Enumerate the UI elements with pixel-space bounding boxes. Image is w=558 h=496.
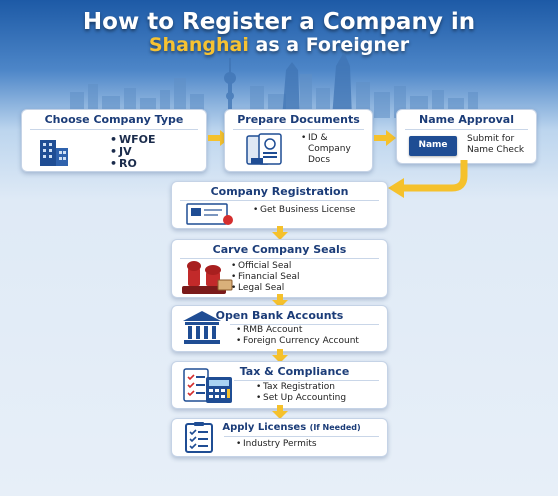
registration-list: Get Business License bbox=[253, 205, 355, 216]
divider bbox=[180, 258, 379, 259]
step-company-registration: Company Registration Get Business Licens… bbox=[171, 181, 388, 229]
list-item: Set Up Accounting bbox=[256, 393, 346, 404]
tax-list: Tax Registration Set Up Accounting bbox=[256, 382, 346, 404]
divider bbox=[224, 436, 379, 437]
city-highlight: Shanghai bbox=[148, 34, 249, 56]
step-title: Open Bank Accounts bbox=[215, 309, 344, 322]
arrow-down-icon bbox=[272, 294, 288, 308]
step-tax-compliance: Tax & Compliance Tax Registration Set Up… bbox=[171, 361, 388, 409]
divider bbox=[30, 129, 198, 130]
name-badge-text: Name bbox=[418, 140, 448, 150]
arrow-right-icon bbox=[374, 130, 396, 146]
seal-stamp-icon bbox=[182, 261, 233, 294]
step-title-note: (If Needed) bbox=[309, 423, 361, 432]
step-title: Apply Licenses (If Needed) bbox=[196, 422, 387, 433]
curved-arrow-icon bbox=[388, 160, 468, 198]
step-title: Tax & Compliance bbox=[239, 365, 350, 378]
list-item: RMB Account bbox=[236, 325, 359, 336]
licenses-list: Industry Permits bbox=[236, 439, 317, 450]
step-title: Carve Company Seals bbox=[212, 243, 347, 256]
checklist-icon bbox=[185, 422, 213, 453]
list-item: Foreign Currency Account bbox=[236, 336, 359, 347]
step-apply-licenses: Apply Licenses (If Needed) Industry Perm… bbox=[171, 418, 388, 457]
city-skyline bbox=[70, 52, 478, 118]
step-prepare-documents: Prepare Documents ID & Company Docs bbox=[224, 109, 373, 172]
seals-list: Official Seal Financial Seal Legal Seal bbox=[231, 261, 300, 294]
step-title: Prepare Documents bbox=[237, 113, 360, 126]
divider bbox=[180, 200, 379, 201]
name-check-text: Submit for bbox=[467, 134, 515, 144]
document-text-line: Docs bbox=[308, 155, 331, 165]
list-item: Industry Permits bbox=[236, 439, 317, 450]
list-item: ID & bbox=[301, 133, 327, 144]
list-item: JV bbox=[110, 146, 156, 159]
step-title-main: Apply Licenses bbox=[222, 422, 307, 433]
bank-icon bbox=[183, 311, 221, 344]
list-item: RO bbox=[110, 158, 156, 171]
document-text-line: Company bbox=[308, 144, 351, 154]
list-item: Financial Seal bbox=[231, 272, 300, 283]
arrow-down-icon bbox=[272, 226, 288, 240]
list-item: Legal Seal bbox=[231, 283, 300, 294]
arrow-down-icon bbox=[272, 349, 288, 363]
step-name-approval: Name Approval Name Submit for Name Check bbox=[396, 109, 537, 164]
list-item: Tax Registration bbox=[256, 382, 346, 393]
step-open-bank-accounts: Open Bank Accounts RMB Account Foreign C… bbox=[171, 305, 388, 352]
page-subtitle: Shanghai as a Foreigner bbox=[0, 34, 558, 56]
office-building-icon bbox=[40, 140, 68, 166]
step-carve-company-seals: Carve Company Seals Official Seal Financ… bbox=[171, 239, 388, 298]
step-title: Choose Company Type bbox=[44, 113, 184, 126]
list-item: Official Seal bbox=[231, 261, 300, 272]
company-type-list: WFOE JV RO bbox=[110, 134, 156, 171]
divider bbox=[233, 129, 364, 130]
arrow-down-icon bbox=[272, 405, 288, 419]
step-choose-company-type: Choose Company Type WFOE JV RO bbox=[21, 109, 207, 172]
step-title: Name Approval bbox=[419, 113, 514, 126]
business-license-icon bbox=[186, 203, 233, 225]
name-check-text: Name Check bbox=[467, 145, 525, 155]
list-item: Get Business License bbox=[253, 205, 355, 216]
bank-accounts-list: RMB Account Foreign Currency Account bbox=[236, 325, 359, 347]
divider bbox=[405, 129, 528, 130]
subtitle-rest: as a Foreigner bbox=[248, 34, 410, 56]
name-card-icon: Name bbox=[409, 136, 457, 156]
list-item: WFOE bbox=[110, 134, 156, 147]
documents-icon bbox=[246, 133, 282, 165]
document-list: ID & bbox=[301, 133, 327, 144]
calculator-checklist-icon bbox=[183, 368, 232, 403]
divider bbox=[234, 380, 379, 381]
page-title: How to Register a Company in bbox=[82, 9, 476, 35]
step-title: Company Registration bbox=[210, 185, 349, 198]
